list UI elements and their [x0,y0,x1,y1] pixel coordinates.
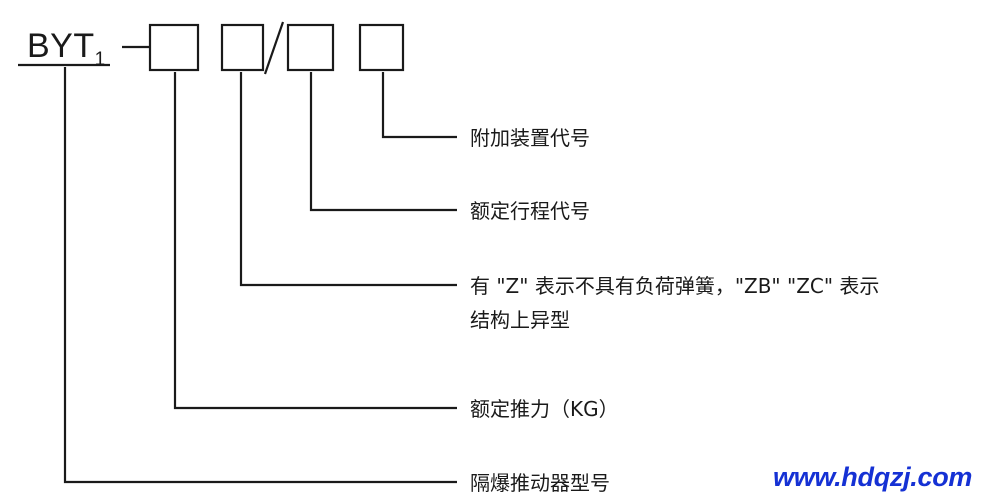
callout-additional-device: 附加装置代号 [470,126,590,150]
leader-additional-device [381,72,457,139]
rated-thrust-box [148,23,200,72]
spring-type-box [220,23,265,72]
model-code-label: BYT1 [27,27,106,70]
leader-rated-stroke [309,72,457,212]
additional-device-box [358,23,405,72]
site-watermark: www.hdqzj.com [773,462,973,492]
leader-spring-type [239,72,457,287]
leader-model-designation [63,67,457,484]
callout-rated-stroke: 额定行程代号 [470,199,590,223]
callout-model-designation: 隔爆推动器型号 [470,471,610,495]
callout-spring-type: 有 "Z" 表示不具有负荷弹簧，"ZB" "ZC" 表示 结构上异型 [470,269,990,337]
callout-rated-thrust: 额定推力（KG） [470,397,619,421]
slash-separator [263,21,285,75]
callout-spring-type-line1: 有 "Z" 表示不具有负荷弹簧，"ZB" "ZC" 表示 [470,274,880,298]
leader-rated-thrust [173,72,457,410]
model-code-base: BYT [27,27,95,65]
rated-stroke-box [286,23,335,72]
model-code-subscript: 1 [95,49,106,70]
callout-spring-type-line2: 结构上异型 [470,308,570,332]
